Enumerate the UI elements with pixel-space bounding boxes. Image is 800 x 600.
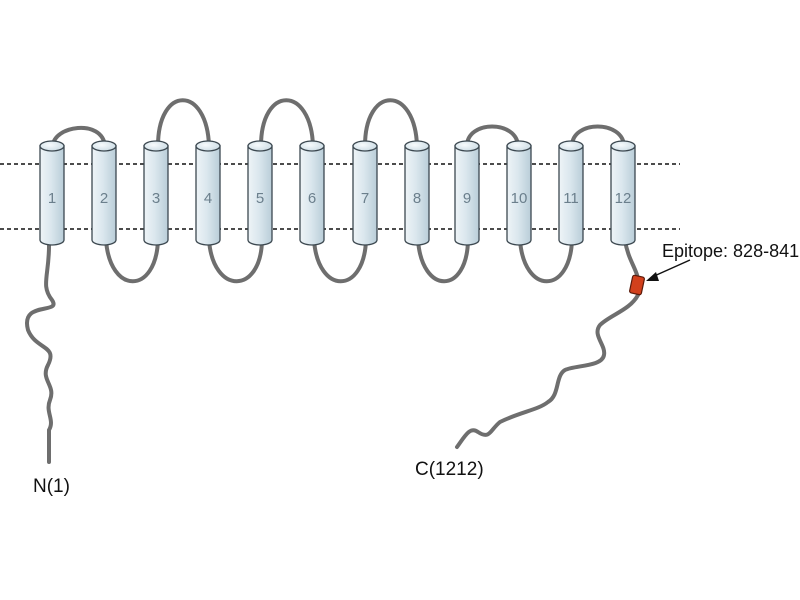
helix-body [39, 145, 65, 246]
helix-body [143, 145, 169, 246]
helix-cap [352, 140, 378, 152]
epitope-arrow-head [646, 272, 659, 281]
helix-body [454, 145, 480, 246]
helix-cap [558, 140, 584, 152]
helix-cap [454, 140, 480, 152]
helix-cap [143, 140, 169, 152]
helix-body [558, 145, 584, 246]
helix-body [404, 145, 430, 246]
c-terminus-label: C(1212) [415, 459, 484, 480]
helix-cap [195, 140, 221, 152]
helix-tm3: 3 [143, 140, 169, 246]
loop-8-9 [416, 238, 470, 284]
helix-number-label: 5 [256, 190, 264, 207]
helix-tm4: 4 [195, 140, 221, 246]
loop-3-4 [156, 98, 211, 148]
c-terminal-tail [455, 238, 641, 449]
helix-number-label: 6 [308, 190, 316, 207]
helix-number-label: 8 [413, 190, 421, 207]
helix-tm6: 6 [299, 140, 325, 246]
helix-tm1: 1 [39, 140, 65, 246]
helix-body [195, 145, 221, 246]
helix-number-label: 11 [563, 190, 579, 207]
loops [25, 98, 641, 464]
helix-cap [299, 140, 325, 152]
helix-body [299, 145, 325, 246]
helix-number-label: 9 [463, 190, 471, 207]
helix-number-label: 4 [204, 190, 212, 207]
helix-tm8: 8 [404, 140, 430, 246]
helix-cap [247, 140, 273, 152]
helix-cap [506, 140, 532, 152]
epitope-arrow-shaft [651, 259, 691, 278]
helix-tm10: 10 [506, 140, 532, 246]
epitope-marker [629, 274, 645, 296]
helix-cap [404, 140, 430, 152]
loop-6-7 [312, 238, 368, 284]
helix-body [352, 145, 378, 246]
helix-body [506, 145, 532, 246]
loop-1-2 [51, 126, 107, 148]
helix-body [610, 145, 636, 246]
loop-5-6 [259, 98, 315, 148]
helix-cap [91, 140, 117, 152]
helix-cap [610, 140, 636, 152]
helix-tm5: 5 [247, 140, 273, 246]
helix-tm2: 2 [91, 140, 117, 246]
helix-number-label: 12 [615, 190, 632, 207]
helix-number-label: 3 [152, 190, 160, 207]
loop-10-11 [518, 238, 574, 284]
helix-number-label: 7 [361, 190, 369, 207]
loop-7-8 [363, 98, 419, 148]
helix-number-label: 10 [511, 190, 528, 207]
loop-4-5 [207, 238, 264, 284]
helix-tm11: 11 [558, 140, 584, 246]
n-terminal-tail [25, 238, 56, 464]
epitope-label: Epitope: 828-841 [662, 241, 799, 261]
helix-tm12: 12 [610, 140, 636, 246]
helix-number-label: 2 [100, 190, 108, 207]
helix-cap [39, 140, 65, 152]
loop-9-10 [465, 124, 520, 148]
loop-2-3 [104, 238, 160, 284]
helix-body [247, 145, 273, 246]
helix-number-label: 1 [48, 190, 56, 207]
loop-11-12 [570, 124, 626, 148]
helix-tm7: 7 [352, 140, 378, 246]
helix-tm9: 9 [454, 140, 480, 246]
helix-body [91, 145, 117, 246]
n-terminus-label: N(1) [33, 476, 70, 497]
